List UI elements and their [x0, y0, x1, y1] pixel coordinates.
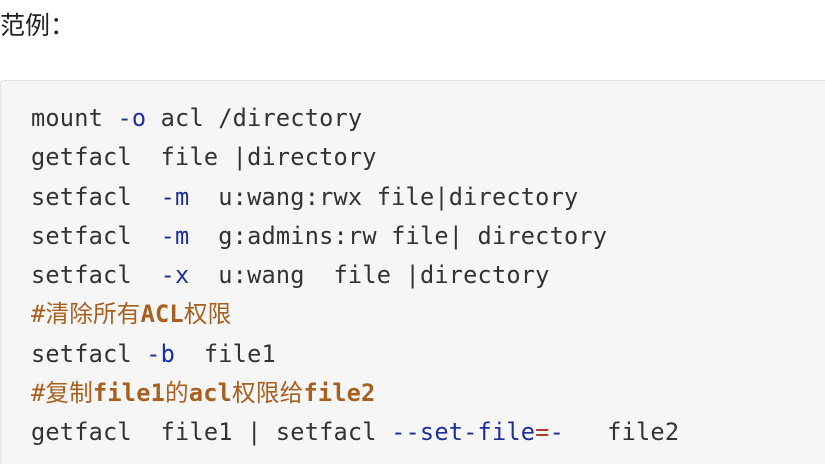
- code-token-plain: mount: [31, 104, 118, 132]
- code-token-plain: acl /directory: [146, 104, 363, 132]
- code-token-comment-ascii: acl: [188, 379, 233, 408]
- code-token-op: =: [535, 418, 550, 447]
- code-token-plain: g:admins:rw file| directory: [189, 221, 608, 250]
- code-line: setfacl -x u:wang file |directory: [31, 256, 825, 295]
- code-token-flag: -x: [160, 261, 190, 290]
- code-token-plain: setfacl: [31, 339, 147, 368]
- code-token-plain: getfacl file |directory: [31, 143, 377, 172]
- code-token-plain: u:wang:rwx file|directory: [189, 182, 579, 211]
- code-token-plain: setfacl: [31, 261, 161, 290]
- code-token-comment-ascii: ACL: [140, 300, 184, 329]
- code-token-plain: file2: [563, 418, 680, 447]
- code-line: getfacl file1 | setfacl --set-file=- fil…: [31, 413, 825, 452]
- code-token-comment: 的: [165, 379, 189, 408]
- section-heading: 范例：: [0, 11, 76, 40]
- code-token-plain: setfacl: [31, 221, 161, 250]
- code-block: mount -o acl /directory getfacl file |di…: [0, 80, 825, 464]
- code-token-plain: u:wang file |directory: [189, 261, 550, 290]
- code-token-plain: setfacl: [31, 182, 161, 211]
- code-token-flag: -o: [117, 104, 147, 132]
- code-line: mount -o acl /directory: [31, 99, 825, 138]
- code-token-flag: -b: [146, 339, 176, 368]
- code-token-plain: file1: [175, 339, 276, 368]
- code-line: getfacl file |directory: [31, 138, 825, 177]
- code-comment-line: #清除所有ACL权限: [31, 295, 825, 334]
- code-token-flag: -: [549, 418, 564, 447]
- code-token-flag: --set-file: [391, 418, 536, 447]
- code-token-comment: #清除所有: [31, 300, 141, 329]
- code-token-comment-ascii: file1: [93, 379, 166, 408]
- code-token-comment: #复制: [31, 379, 93, 408]
- code-token-comment-ascii: file2: [303, 379, 376, 408]
- code-line: setfacl -m u:wang:rwx file|directory: [31, 178, 825, 217]
- code-token-plain: getfacl file1 | setfacl: [31, 418, 392, 447]
- code-token-comment: 权限给: [232, 379, 304, 408]
- code-comment-line: #复制file1的acl权限给file2: [31, 374, 825, 413]
- code-line: setfacl -b file1: [31, 335, 825, 374]
- code-token-comment: 权限: [183, 300, 232, 329]
- code-token-flag: -m: [160, 182, 190, 211]
- code-token-flag: -m: [160, 221, 190, 250]
- code-line: setfacl -m g:admins:rw file| directory: [31, 217, 825, 256]
